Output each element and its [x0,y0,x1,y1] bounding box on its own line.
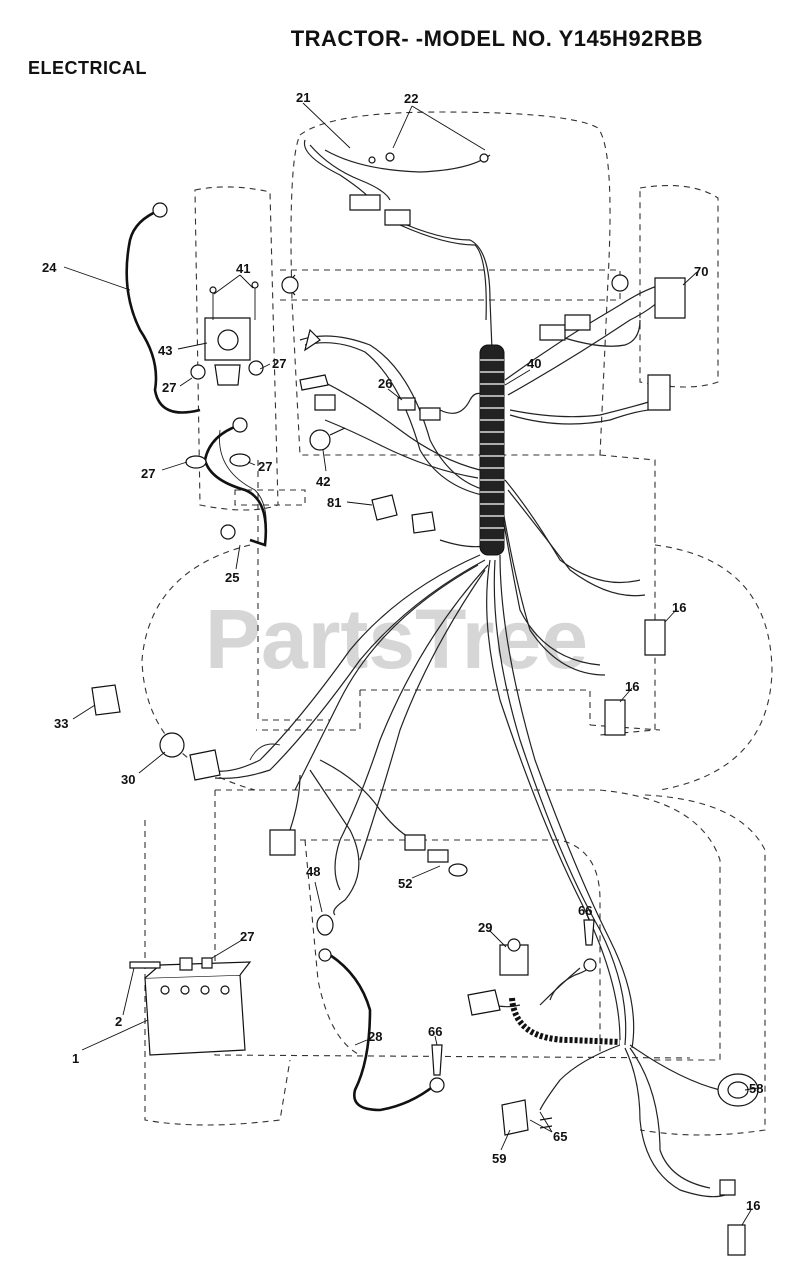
callout-70: 70 [694,264,708,279]
callout-27d: 27 [258,459,272,474]
callout-24: 24 [42,260,57,275]
callout-66b: 66 [428,1024,442,1039]
callout-21: 21 [296,90,310,105]
sensor-48 [316,914,334,936]
callout-28: 28 [368,1029,382,1044]
callout-25: 25 [225,570,239,585]
components [91,152,759,1256]
battery-1 [144,974,246,1056]
diagram-title: TRACTOR- -MODEL NO. Y145H92RBB [290,26,703,51]
battery-cables [125,208,436,1112]
connector-52 [427,849,449,863]
section-label: ELECTRICAL [28,58,147,78]
ignition-switch-30 [159,732,185,758]
callout-48: 48 [306,864,320,879]
callout-16a: 16 [672,600,686,615]
callout-41: 41 [236,261,250,276]
nut-27d [229,453,251,467]
relay-81 [371,494,398,521]
watermark: PartsTree [205,592,588,686]
bolt-66a [583,919,595,946]
callout-43: 43 [158,343,172,358]
wire-conduit [479,344,621,1045]
callout-66a: 66 [578,903,592,918]
callout-65: 65 [553,1129,567,1144]
callout-2: 2 [115,1014,122,1029]
nut-27c [185,455,207,469]
main-wire-harness [209,139,751,1198]
callout-16c: 16 [746,1198,760,1213]
nut-27a [190,364,206,380]
bolt-2 [129,961,161,969]
callout-1: 1 [72,1051,79,1066]
callout-27a: 27 [272,356,286,371]
ring-terminal-24 [152,202,168,218]
callout-26: 26 [378,376,392,391]
key-33 [91,684,121,716]
ring-terminal-25 [220,524,236,540]
callout-58: 58 [749,1081,763,1096]
callout-27c: 27 [141,466,155,481]
callout-22: 22 [404,91,418,106]
leader-lines [63,102,759,1226]
callout-29: 29 [478,920,492,935]
connector-42 [309,429,331,451]
fuse-26 [397,397,416,411]
callout-30: 30 [121,772,135,787]
bolt-66b [431,1044,443,1076]
switch-59 [501,1099,529,1136]
callout-81: 81 [327,495,341,510]
callout-16b: 16 [625,679,639,694]
switch-16c [727,1224,746,1256]
callout-27e: 27 [240,929,254,944]
switch-16b [604,699,626,736]
switch-16a [644,619,666,656]
callout-27b: 27 [162,380,176,395]
connector-70 [654,277,686,319]
callout-labels: 21 22 24 41 43 27 27 27 27 42 26 40 70 8… [42,90,763,1213]
callout-59: 59 [492,1151,506,1166]
nut-27b [248,360,264,376]
tractor-outline [141,111,773,1136]
callout-52: 52 [398,876,412,891]
callout-33: 33 [54,716,68,731]
callout-42: 42 [316,474,330,489]
callout-40: 40 [527,356,541,371]
